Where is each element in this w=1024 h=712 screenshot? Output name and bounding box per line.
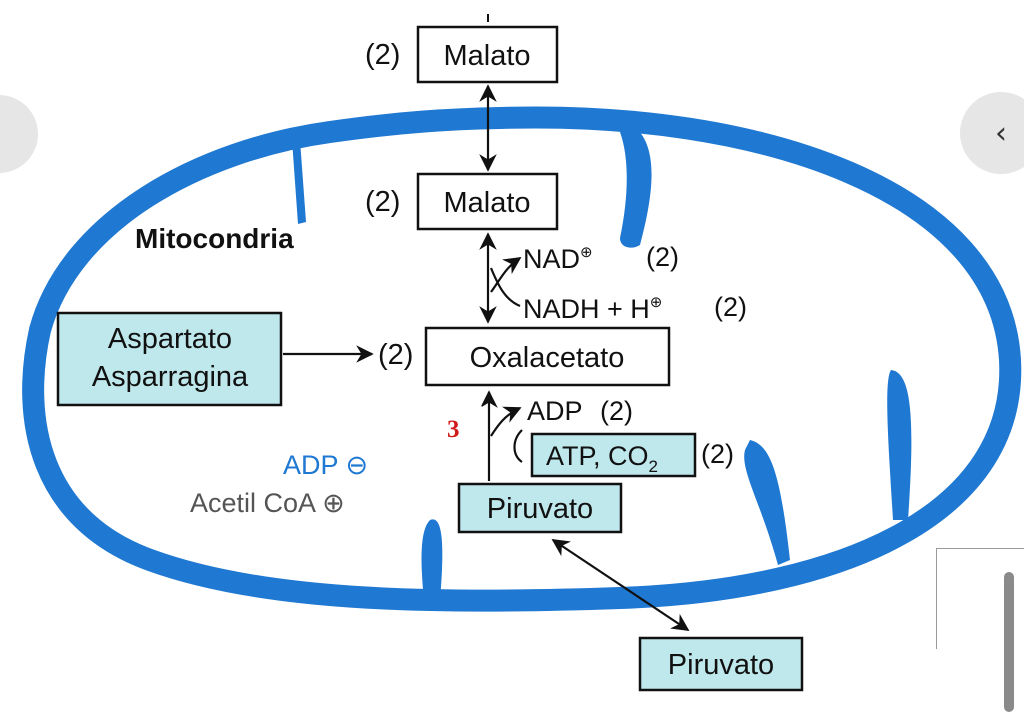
- malato-inner-coef: (2): [365, 186, 400, 218]
- atp-co2-coef: (2): [701, 439, 734, 469]
- step-badge: 3: [447, 416, 460, 443]
- malato-inner-label: Malato: [443, 187, 530, 219]
- scrollbar[interactable]: [1004, 572, 1014, 712]
- malato-outer-label: Malato: [443, 40, 530, 72]
- atp-co2-box: [530, 432, 697, 478]
- oxalacetato-box: [424, 326, 671, 387]
- piruvato-inner-label: Piruvato: [487, 493, 593, 525]
- nadh-coef: (2): [714, 292, 747, 322]
- nadh-label: NADH + H⊕: [523, 294, 662, 324]
- atp-co2-label: ATP, CO2: [546, 441, 658, 476]
- badge-background: [440, 404, 482, 456]
- adp-product-label: ADP: [527, 396, 583, 426]
- malato-outer-box: [416, 25, 559, 84]
- chevron-left-icon: ‹: [995, 115, 1007, 151]
- aspartato-box: [56, 311, 283, 407]
- next-image-button[interactable]: ‹: [960, 92, 1024, 174]
- asparragina-label: Asparragina: [92, 361, 249, 393]
- piruvato-outer-box: [638, 636, 804, 692]
- malato-inner-box: [416, 172, 559, 231]
- oxalacetato-coef: (2): [378, 339, 413, 371]
- regulator-adp: ADP ⊖: [283, 450, 368, 480]
- regulator-acetil-coa: Acetil CoA ⊕: [190, 488, 345, 518]
- nad-coef: (2): [646, 242, 679, 272]
- adp-product-coef: (2): [600, 396, 633, 426]
- mitocondria-label: Mitocondria: [135, 223, 294, 254]
- piruvato-outer-label: Piruvato: [668, 649, 774, 681]
- oxalacetato-label: Oxalacetato: [470, 342, 625, 374]
- piruvato-inner-box: [457, 482, 623, 534]
- cristae: [292, 128, 912, 600]
- aspartato-label: Aspartato: [108, 323, 232, 355]
- nad-label: NAD⊕: [523, 244, 593, 274]
- corner-frame: [936, 548, 1024, 649]
- malato-outer-coef: (2): [365, 39, 400, 71]
- pyruvate-transport-arrow: [551, 539, 690, 631]
- mitochondrion-membrane: [22, 106, 1022, 612]
